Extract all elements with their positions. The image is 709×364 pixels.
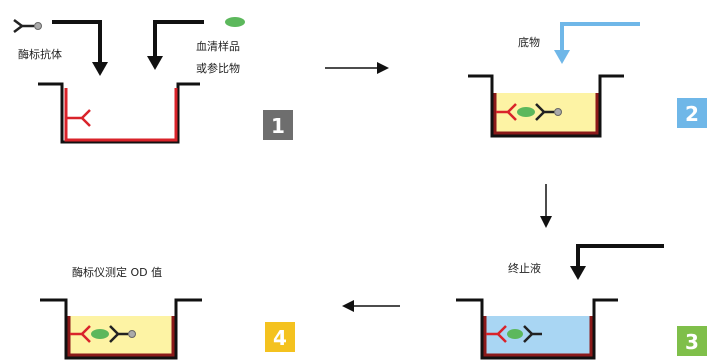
step-1-panel: 酶标抗体 血清样品 或参比物 1	[13, 17, 293, 144]
well-3	[456, 298, 618, 360]
substrate-label: 底物	[518, 35, 540, 49]
coated-well-surface-1	[64, 88, 178, 142]
enzyme-antibody-icon	[13, 19, 42, 33]
well-4-inner	[67, 316, 175, 357]
step-2-badge	[677, 98, 707, 128]
step-4-number: 4	[273, 326, 287, 350]
step-3-number: 3	[685, 330, 699, 354]
complex-3	[486, 325, 542, 343]
step1-arrowhead-right	[147, 56, 163, 70]
stop-solution-arrow	[576, 244, 664, 270]
well-2	[468, 74, 624, 138]
capture-antibody-1	[66, 109, 91, 127]
stop-solution-label: 终止液	[508, 261, 541, 275]
well-3-inner	[483, 316, 593, 357]
step-2-number: 2	[685, 102, 699, 126]
od-reading-label: 酶标仪测定 OD 值	[72, 265, 162, 279]
step1-arrow-left	[52, 20, 102, 68]
well-1	[38, 82, 200, 144]
sample-label-2: 或参比物	[196, 61, 240, 75]
complex-2	[496, 103, 562, 121]
step-3-badge	[677, 326, 707, 356]
stop-solution-arrowhead	[570, 266, 586, 280]
step-1-badge	[263, 110, 293, 140]
substrate-arrowhead	[554, 50, 570, 64]
well-2-inner	[493, 93, 599, 135]
step-1-number: 1	[271, 114, 285, 138]
substrate-arrow	[560, 22, 640, 54]
sample-label-1: 血清样品	[196, 39, 240, 53]
enzyme-antibody-label: 酶标抗体	[18, 47, 62, 61]
step-3-panel: 终止液 3	[456, 244, 707, 360]
complex-4	[70, 325, 136, 343]
step-2-panel: 底物 2	[468, 22, 707, 138]
step1-arrowhead-left	[92, 62, 108, 76]
sample-icon	[225, 17, 245, 27]
step1-arrow-right	[153, 20, 204, 62]
well-4	[40, 298, 202, 360]
step-4-badge	[265, 322, 295, 352]
step-4-panel: 酶标仪测定 OD 值 4	[40, 265, 295, 360]
